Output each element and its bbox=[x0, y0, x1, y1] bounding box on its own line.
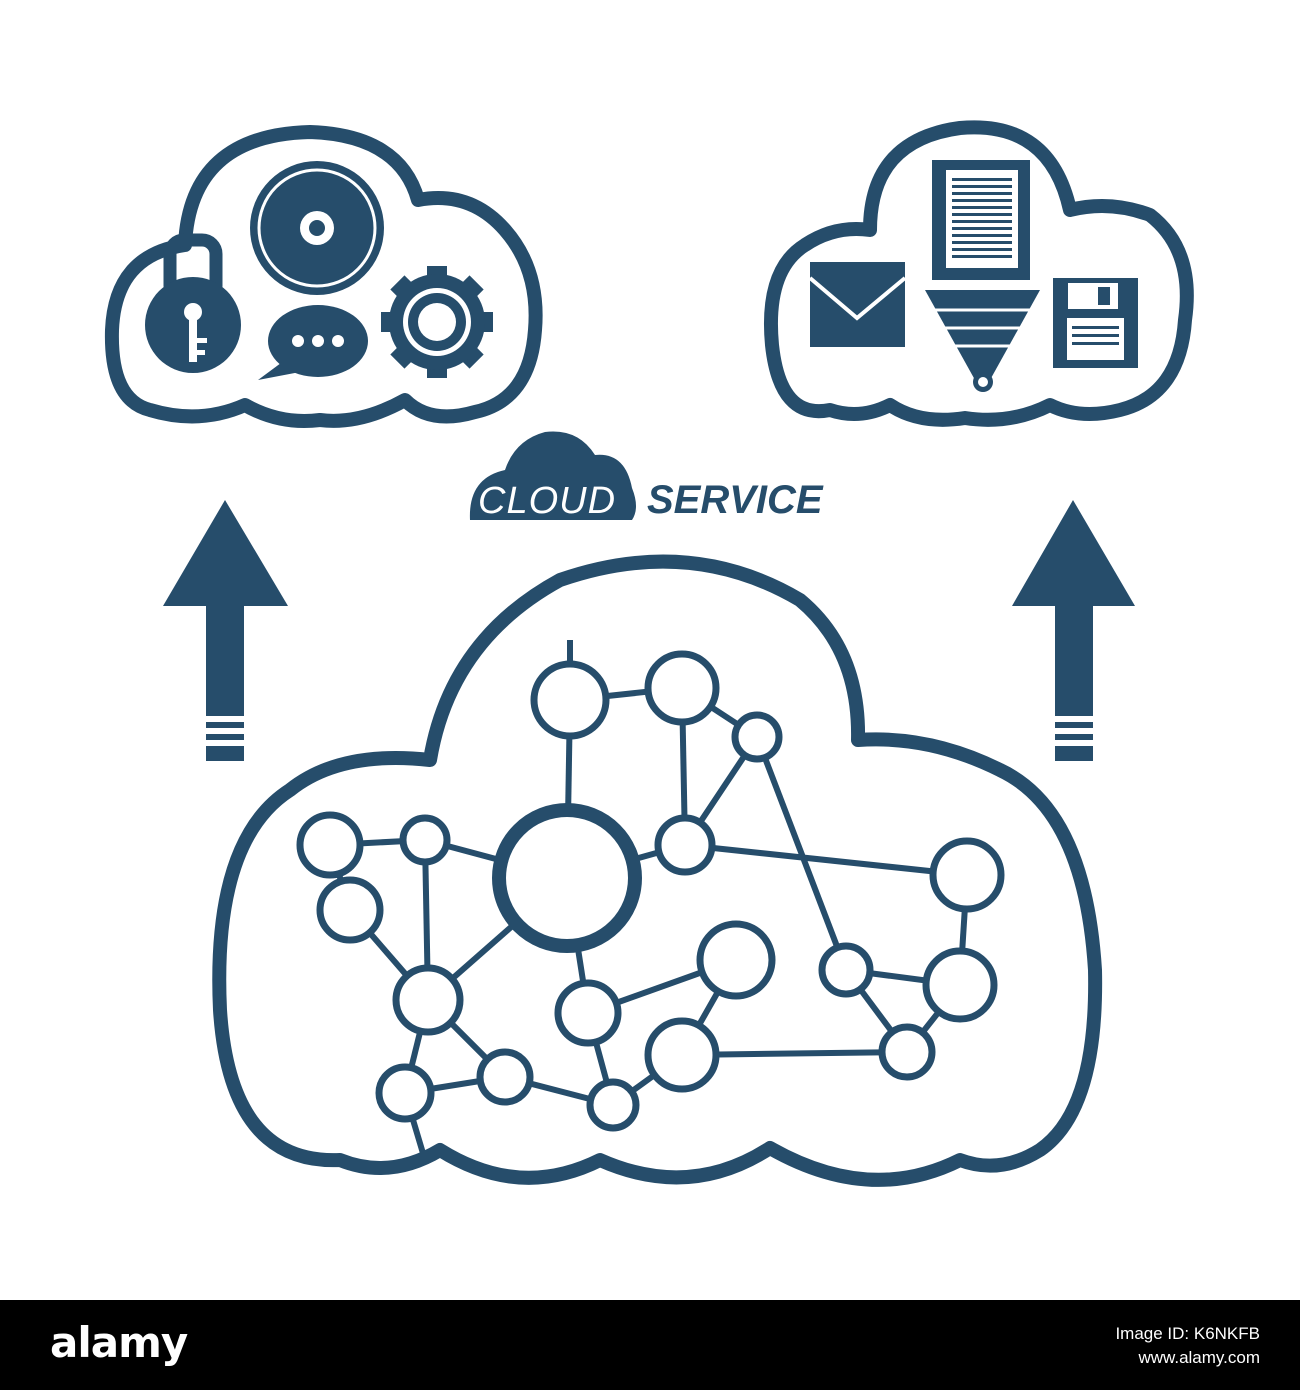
image-id-label: Image ID: K6NKFB bbox=[1115, 1324, 1260, 1343]
site-url: www.alamy.com bbox=[1138, 1348, 1260, 1367]
left-upload-arrow-icon bbox=[163, 500, 288, 761]
network-node bbox=[818, 942, 874, 998]
document-line bbox=[952, 241, 1012, 244]
document-line bbox=[952, 192, 1012, 195]
network-node bbox=[922, 947, 998, 1023]
network-node bbox=[399, 814, 451, 866]
network-node bbox=[492, 803, 642, 953]
document-line bbox=[952, 234, 1012, 237]
gear-icon bbox=[381, 266, 493, 378]
network-node bbox=[929, 837, 1005, 913]
document-line bbox=[952, 213, 1012, 216]
network-node bbox=[316, 876, 384, 944]
cloud-service-illustration: CLOUD SERVICE bbox=[104, 120, 1194, 1187]
network-node bbox=[296, 811, 364, 879]
padlock-icon bbox=[145, 233, 241, 373]
network-node bbox=[654, 814, 716, 876]
mail-envelope-icon bbox=[808, 262, 907, 347]
title-word-cloud: CLOUD bbox=[478, 480, 616, 522]
stock-logo: alamy bbox=[50, 1318, 188, 1367]
title-word-service: SERVICE bbox=[647, 478, 824, 522]
network-node bbox=[644, 650, 720, 726]
right-upload-arrow-icon bbox=[1012, 500, 1135, 761]
network-node bbox=[731, 711, 783, 763]
network-node bbox=[586, 1078, 640, 1132]
network-node bbox=[530, 660, 610, 740]
network-node bbox=[644, 1017, 720, 1093]
document-line bbox=[952, 199, 1012, 202]
document-line bbox=[952, 248, 1012, 251]
network-link bbox=[681, 1049, 908, 1058]
network-node bbox=[392, 964, 464, 1036]
chat-bubble-icon bbox=[258, 305, 368, 380]
network-node bbox=[878, 1023, 936, 1081]
stock-watermark-bar bbox=[0, 1300, 1300, 1390]
floppy-disk-icon bbox=[1053, 278, 1138, 368]
document-line bbox=[952, 178, 1012, 181]
center-cloud-outline bbox=[212, 554, 1103, 1187]
document-line bbox=[952, 227, 1012, 230]
left-cloud-outline bbox=[104, 125, 543, 428]
network-graph-icon bbox=[296, 650, 1005, 1132]
stock-image-id: Image ID: K6NKFB www.alamy.com bbox=[1115, 1322, 1260, 1370]
cloud-service-title: CLOUD SERVICE bbox=[469, 431, 824, 522]
cd-disc-icon bbox=[250, 161, 384, 295]
funnel-icon bbox=[925, 290, 1040, 392]
network-node bbox=[696, 920, 776, 1000]
network-node bbox=[476, 1048, 534, 1106]
document-line bbox=[952, 220, 1012, 223]
network-node bbox=[554, 979, 622, 1047]
network-link bbox=[754, 735, 849, 972]
document-line bbox=[952, 185, 1012, 188]
network-link bbox=[684, 842, 968, 878]
document-line bbox=[952, 206, 1012, 209]
title-cloud-icon bbox=[469, 431, 636, 520]
right-cloud-outline bbox=[764, 120, 1194, 427]
document-line bbox=[952, 255, 1012, 258]
network-node bbox=[375, 1063, 435, 1123]
document-icon bbox=[932, 160, 1030, 280]
